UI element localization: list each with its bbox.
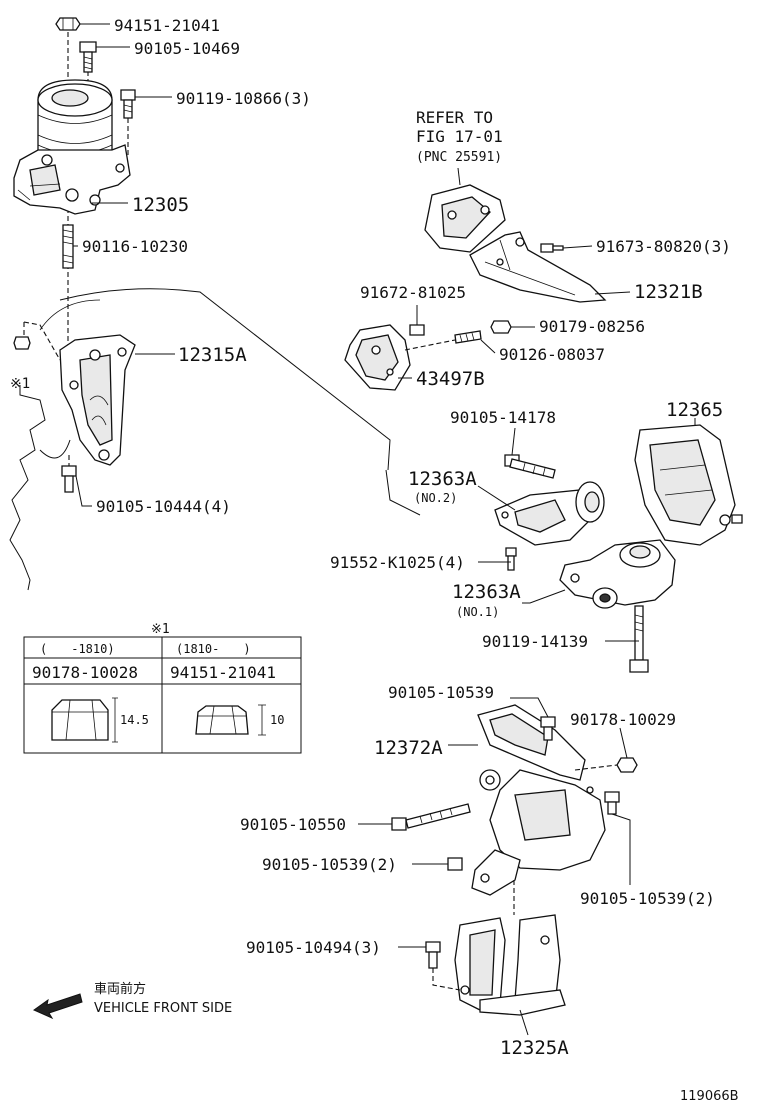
vehicle-front-jp: 車両前方: [94, 981, 146, 997]
label-12365: 12365: [666, 399, 723, 421]
table-col1-part: 90178-10028: [32, 663, 138, 682]
nut-94151-21041: [55, 17, 81, 31]
label-ref-mark: ※1: [10, 376, 30, 392]
bracket-12372A: [391, 704, 638, 915]
label-90105-14178: 90105-14178: [450, 408, 556, 427]
label-91673-80820: 91673-80820(3): [596, 237, 731, 256]
label-90105-10550: 90105-10550: [240, 815, 346, 834]
bolt-90105-10539-2b: [604, 791, 620, 815]
bolt-90105-10444: [61, 455, 77, 493]
nut-tall-icon: [51, 697, 118, 743]
vehicle-front-en: VEHICLE FRONT SIDE: [94, 1001, 232, 1016]
label-94151-21041: 94151-21041: [114, 16, 220, 35]
bracket-25591-ref: [424, 184, 506, 253]
callout-labels: 94151-21041 90105-10469 90119-10866(3) 1…: [10, 16, 731, 1059]
label-90105-10469: 90105-10469: [134, 39, 240, 58]
label-90119-14139: 90119-14139: [482, 632, 588, 651]
bolt-90105-10469: [79, 41, 97, 73]
table-col2-range: (1810- ): [176, 642, 251, 656]
nut-90179-08256: [490, 320, 512, 334]
label-12363A-no1: 12363A: [452, 581, 521, 603]
label-12315A: 12315A: [178, 344, 247, 366]
bracket-12363A-no2: [494, 454, 605, 571]
arrow-left-icon: [32, 993, 83, 1020]
label-12325A: 12325A: [500, 1037, 569, 1059]
figure-id: 119066B: [680, 1089, 739, 1104]
label-pnc-25591: (PNC 25591): [416, 150, 502, 165]
label-12363A-no2: 12363A: [408, 468, 477, 490]
stud-90116-10230: [62, 224, 74, 269]
bolt-90105-14178: [504, 454, 556, 479]
leader-lines: [73, 23, 696, 1036]
label-12305: 12305: [132, 194, 189, 216]
label-43497B: 43497B: [416, 368, 485, 390]
label-no2: (NO.2): [414, 491, 457, 505]
bolt-90105-10494: [425, 941, 441, 969]
label-no1: (NO.1): [456, 605, 499, 619]
label-90105-10539-top: 90105-10539: [388, 683, 494, 702]
nut-ref-1: [13, 336, 31, 350]
label-90178-10029: 90178-10029: [570, 710, 676, 729]
label-fig-17-01: FIG 17-01: [416, 127, 503, 146]
label-90119-10866: 90119-10866(3): [176, 89, 311, 108]
stud-90126-08037: [454, 330, 482, 344]
nut-size-table: ※1 ( -1810) (1810- ) 90178-10028 94151-2…: [23, 622, 302, 754]
bolt-90105-10550: [391, 803, 471, 831]
label-90105-10444: 90105-10444(4): [96, 497, 231, 516]
bolt-90105-10539-top: [540, 716, 556, 741]
bracket-43497B: [344, 320, 512, 391]
bracket-12321B: [469, 231, 607, 303]
table-col2-part: 94151-21041: [170, 663, 276, 682]
label-90105-10539-2b: 90105-10539(2): [580, 889, 715, 908]
bracket-12365: [634, 424, 743, 546]
nut-90178-10029: [616, 757, 638, 773]
bolt-91552-K1025: [505, 547, 517, 571]
label-12321B: 12321B: [634, 281, 703, 303]
label-91552-K1025: 91552-K1025(4): [330, 553, 465, 572]
bracket-12315A: [13, 321, 136, 493]
label-90116-10230: 90116-10230: [82, 237, 188, 256]
label-90126-08037: 90126-08037: [499, 345, 605, 364]
bolt-90105-10539-2a: [447, 857, 463, 871]
table-title: ※1: [151, 622, 170, 637]
table-col1-height: 14.5: [120, 713, 149, 727]
label-90105-10494: 90105-10494(3): [246, 938, 381, 957]
vehicle-front-indicator: 車両前方 VEHICLE FRONT SIDE: [32, 981, 232, 1020]
label-90105-10539-2a: 90105-10539(2): [262, 855, 397, 874]
bracket-12363A-no1: [559, 539, 676, 673]
engine-outline: [9, 288, 421, 591]
bolt-91672-81025: [409, 324, 425, 336]
label-refer-to: REFER TO: [416, 108, 493, 127]
bracket-12325A: [425, 914, 566, 1016]
label-12372A: 12372A: [374, 737, 443, 759]
engine-mount-12305: [13, 17, 136, 360]
table-col2-height: 10: [270, 713, 284, 727]
label-91672-81025: 91672-81025: [360, 283, 466, 302]
bolt-90119-10866: [120, 89, 136, 119]
bolt-90119-14139: [629, 605, 649, 673]
label-90179-08256: 90179-08256: [539, 317, 645, 336]
nut-short-icon: [195, 704, 266, 736]
table-col1-range: ( -1810): [40, 642, 115, 656]
